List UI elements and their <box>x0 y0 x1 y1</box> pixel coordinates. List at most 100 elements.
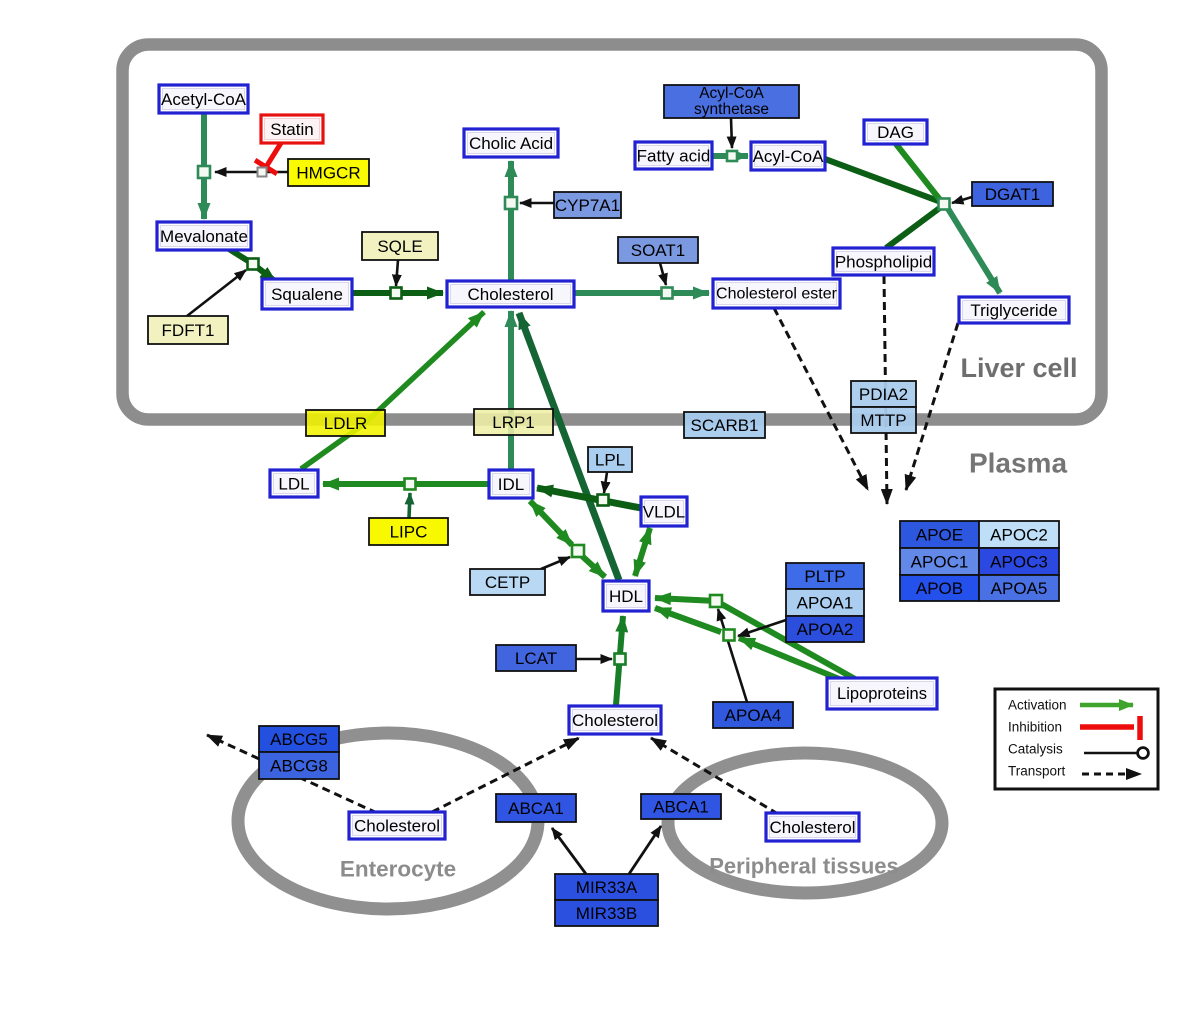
node-apoa4[interactable]: APOA4 <box>712 701 794 729</box>
node-cholesterol-liver[interactable]: Cholesterol <box>445 279 576 309</box>
edge-fdft1-catalysis <box>186 268 247 318</box>
edge-vldl-to-idl <box>536 484 642 512</box>
node-label-apoa4: APOA4 <box>725 706 782 725</box>
node-apob[interactable]: APOB <box>899 574 980 602</box>
node-label-acetyl-coa: Acetyl-CoA <box>161 90 247 109</box>
node-cholesterol-plasma[interactable]: Cholesterol <box>567 704 663 736</box>
node-mevalonate[interactable]: Mevalonate <box>155 220 253 252</box>
compartment-label-liver-cell: Liver cell <box>960 353 1077 383</box>
node-apoa2[interactable]: APOA2 <box>785 615 865 643</box>
node-fdft1[interactable]: FDFT1 <box>147 315 229 345</box>
node-pltp[interactable]: PLTP <box>785 562 865 590</box>
anchor-node-anchor-fdft1 <box>246 257 260 271</box>
anchor-node-anchor-lpl <box>596 493 610 507</box>
edge-vldl-hdl-exchange <box>632 527 653 577</box>
node-idl[interactable]: IDL <box>487 468 535 500</box>
node-scarb1[interactable]: SCARB1 <box>683 411 766 439</box>
node-label-abcg5: ABCG5 <box>270 730 328 749</box>
node-mir33a[interactable]: MIR33A <box>554 873 659 901</box>
node-mttp[interactable]: MTTP <box>850 406 917 434</box>
anchor-node-anchor-lipc <box>403 477 417 491</box>
node-label-triglyceride: Triglyceride <box>970 301 1057 320</box>
node-lipoproteins[interactable]: Lipoproteins <box>825 676 939 711</box>
node-apoe[interactable]: APOE <box>899 520 980 549</box>
compartment-label-enterocyte: Enterocyte <box>340 857 456 882</box>
node-ldlr[interactable]: LDLR <box>305 409 386 437</box>
node-apoc1[interactable]: APOC1 <box>899 547 980 576</box>
node-mir33b[interactable]: MIR33B <box>554 899 659 927</box>
node-label-lrp1: LRP1 <box>492 413 535 432</box>
edge-enterocyte-cholesterol-to-plasma <box>431 736 580 814</box>
node-label-lipc: LIPC <box>390 523 428 542</box>
node-label-lipoproteins: Lipoproteins <box>837 685 927 703</box>
node-label-pltp: PLTP <box>804 567 845 586</box>
node-apoa1[interactable]: APOA1 <box>785 588 865 617</box>
node-abca1-left[interactable]: ABCA1 <box>495 793 577 823</box>
node-lrp1[interactable]: LRP1 <box>473 408 554 436</box>
edge-cetp-node-to-hdl <box>579 553 608 580</box>
edge-cholesterol-ester-transport <box>772 307 870 491</box>
node-pdia2[interactable]: PDIA2 <box>850 380 917 408</box>
node-label-cholesterol-plasma: Cholesterol <box>572 711 658 730</box>
node-ldl[interactable]: LDL <box>268 468 320 499</box>
anchor-node-anchor-cyp7a1 <box>503 195 519 211</box>
node-apoc3[interactable]: APOC3 <box>978 547 1060 576</box>
node-vldl[interactable]: VLDL <box>639 495 689 528</box>
node-abcg8[interactable]: ABCG8 <box>258 751 340 780</box>
node-apoc2[interactable]: APOC2 <box>978 520 1060 549</box>
node-triglyceride[interactable]: Triglyceride <box>957 295 1071 325</box>
node-label-ldlr: LDLR <box>324 414 367 433</box>
node-label-apoc3: APOC3 <box>990 553 1048 572</box>
node-statin[interactable]: Statin <box>259 113 325 145</box>
node-label-soat1: SOAT1 <box>631 241 685 260</box>
node-label-abcg8: ABCG8 <box>270 757 328 776</box>
node-lcat[interactable]: LCAT <box>495 644 577 672</box>
node-label-cholic-acid: Cholic Acid <box>469 134 553 153</box>
node-acyl-coa[interactable]: Acyl-CoA <box>749 140 827 172</box>
node-cyp7a1[interactable]: CYP7A1 <box>553 191 622 219</box>
node-label-apoe: APOE <box>916 526 963 545</box>
node-apoa5[interactable]: APOA5 <box>978 574 1060 602</box>
node-lipc[interactable]: LIPC <box>368 517 449 546</box>
node-abca1-right[interactable]: ABCA1 <box>640 793 722 820</box>
node-cholesterol-ester[interactable]: Cholesterol ester <box>711 277 842 310</box>
node-fatty-acid[interactable]: Fatty acid <box>633 140 714 171</box>
node-label-idl: IDL <box>498 475 524 494</box>
node-sqle[interactable]: SQLE <box>361 231 439 261</box>
node-acetyl-coa[interactable]: Acetyl-CoA <box>157 83 250 115</box>
node-label-pdia2: PDIA2 <box>859 385 908 404</box>
node-soat1[interactable]: SOAT1 <box>617 236 699 264</box>
edge-junction-to-phospholipid <box>884 204 943 251</box>
node-hmgcr[interactable]: HMGCR <box>287 158 370 187</box>
node-cholesterol-enterocyte[interactable]: Cholesterol <box>347 810 447 841</box>
node-lpl[interactable]: LPL <box>587 446 633 473</box>
node-cholic-acid[interactable]: Cholic Acid <box>462 127 560 159</box>
node-label-mir33a: MIR33A <box>576 878 638 897</box>
edge-cetp-catalysis <box>540 555 571 571</box>
anchor-node-anchor-lcat <box>613 652 627 666</box>
node-abcg5[interactable]: ABCG5 <box>258 725 340 753</box>
node-label-cholesterol-ester: Cholesterol ester <box>716 286 838 303</box>
node-dgat1[interactable]: DGAT1 <box>971 181 1054 207</box>
node-hdl[interactable]: HDL <box>601 579 651 613</box>
node-label-cholesterol-enterocyte: Cholesterol <box>354 817 440 836</box>
node-label-acyl-coa: Acyl-CoA <box>753 147 825 166</box>
edge-triglyceride-transport <box>904 322 960 491</box>
node-cholesterol-peripheral[interactable]: Cholesterol <box>764 811 861 843</box>
node-label-apoa5: APOA5 <box>991 579 1048 598</box>
node-squalene[interactable]: Squalene <box>260 277 354 311</box>
legend-label-transport: Transport <box>1008 764 1066 779</box>
compartment-liver-cell <box>116 38 1108 426</box>
edge-mir33a-to-abca1-right <box>627 825 663 875</box>
node-label-dgat1: DGAT1 <box>985 185 1040 204</box>
edge-apoa-stack-catalysis <box>737 618 787 638</box>
node-label-acyl-coa-synthetase-line1: Acyl-CoA <box>699 85 764 102</box>
node-cetp[interactable]: CETP <box>469 568 546 596</box>
anchor-node-anchor-cetp <box>570 543 586 559</box>
node-phospholipid[interactable]: Phospholipid <box>831 246 936 277</box>
node-dag[interactable]: DAG <box>862 118 929 146</box>
